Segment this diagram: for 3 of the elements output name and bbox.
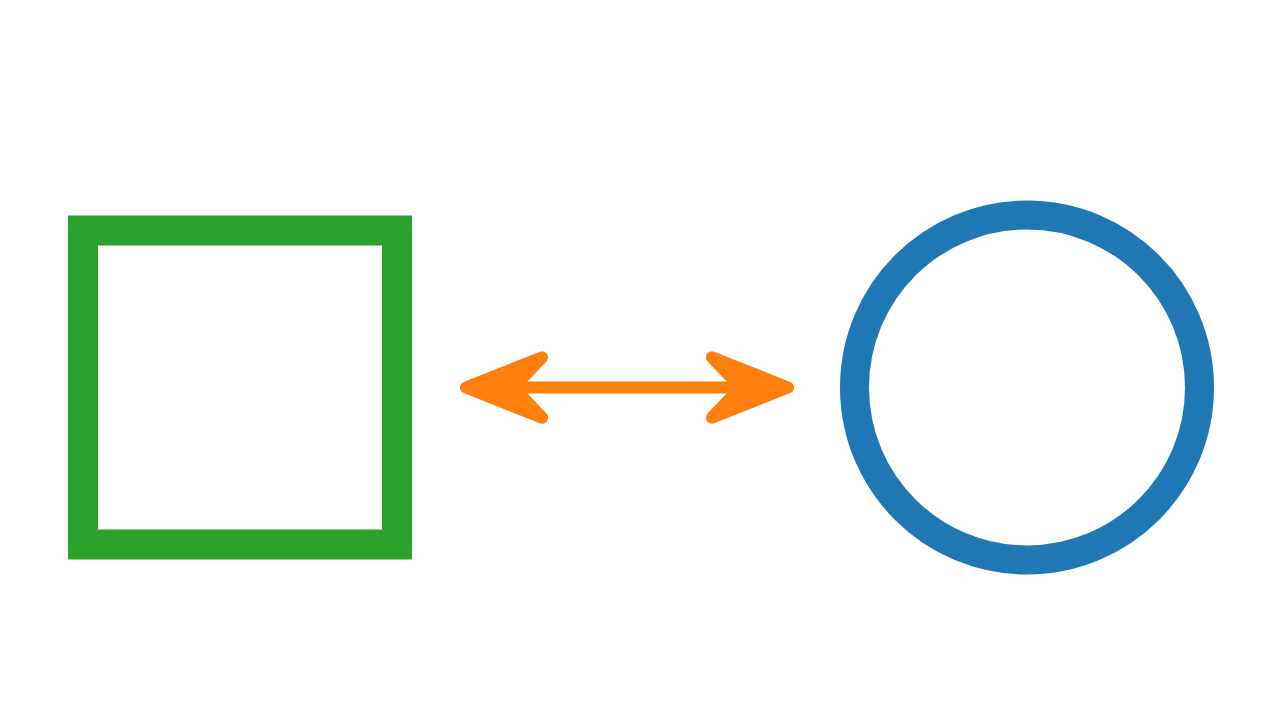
circle [840, 200, 1214, 575]
square [68, 215, 412, 560]
double-arrow [460, 351, 794, 424]
